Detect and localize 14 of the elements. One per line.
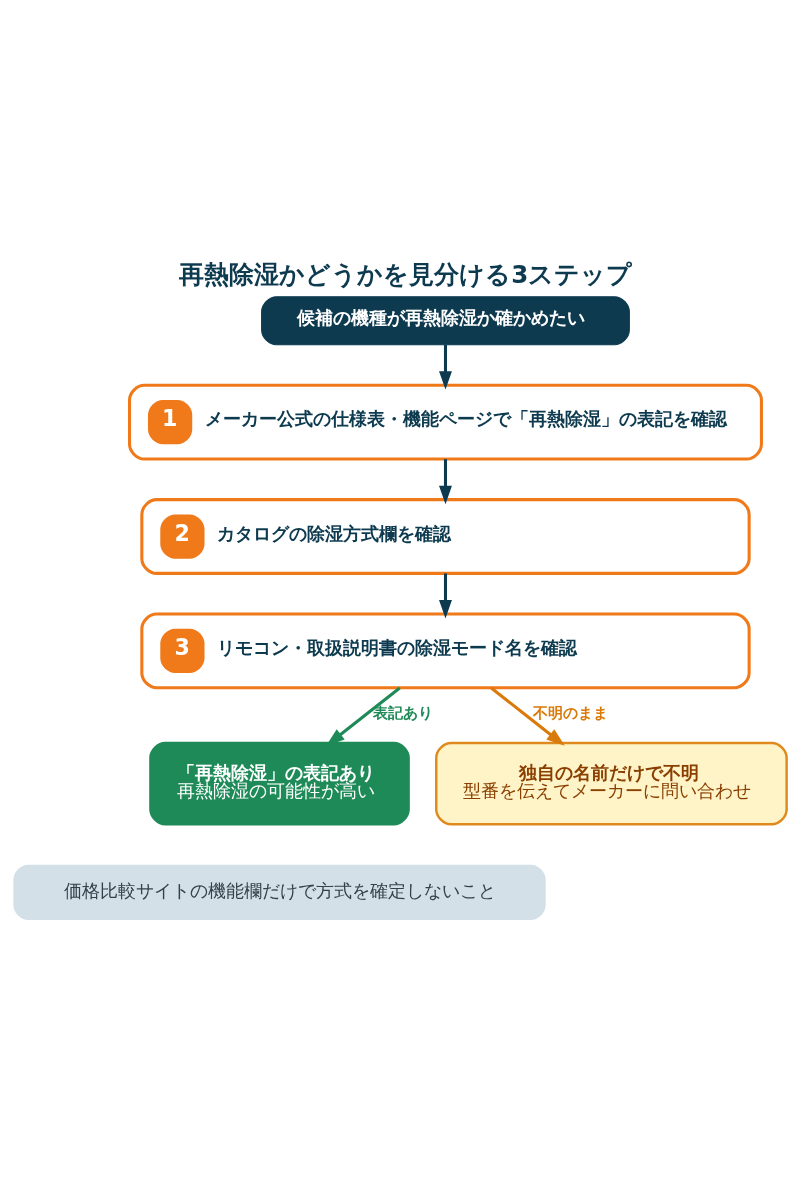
node-box: 1 メーカー公式の仕様表・機能ページで「再熱除湿」の表記を確認 (128, 383, 763, 461)
node-box: 3 リモコン・取扱説明書の除湿モード名を確認 (140, 612, 751, 690)
arrow (439, 459, 452, 505)
arrow (439, 573, 452, 619)
edge-label: 不明のまま (532, 703, 608, 721)
node-box: 独自の名前だけで不明 型番を伝えてメーカーに問い合わせ (435, 741, 788, 826)
edge-label: 表記あり (372, 703, 433, 721)
node-box: 「再熱除湿」の表記あり 再熱除湿の可能性が高い (149, 741, 410, 826)
arrow (439, 344, 452, 390)
label: 価格比較サイトの機能欄だけで方式を確定しないこと (63, 879, 496, 901)
node-box: 候補の機種が再熱除湿か確かめたい (261, 296, 630, 346)
arrow (490, 686, 565, 746)
node-box: 2 カタログの除湿方式欄を確認 (140, 498, 751, 575)
diagram-title: 再熱除湿かどうかを見分ける3ステップ (179, 260, 633, 290)
